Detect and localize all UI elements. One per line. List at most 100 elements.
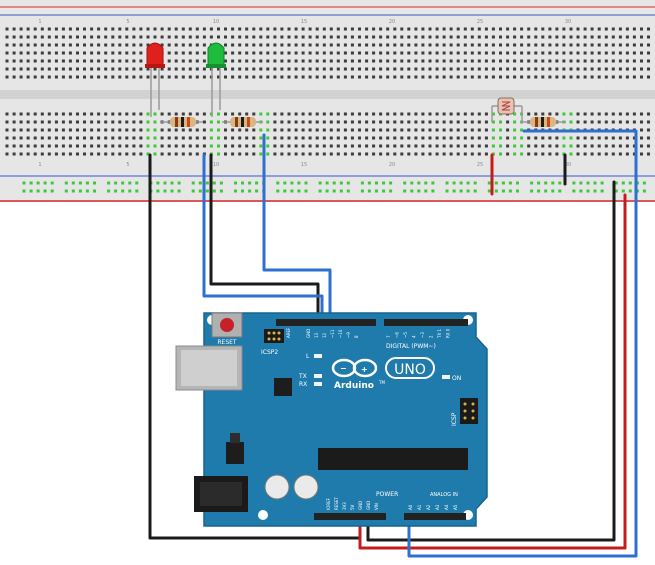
breadboard-hole bbox=[365, 27, 369, 31]
breadboard-hole bbox=[499, 128, 502, 132]
breadboard-hole bbox=[83, 128, 86, 132]
breadboard-hole bbox=[400, 112, 404, 116]
breadboard-hole bbox=[280, 112, 284, 116]
breadboard-hole bbox=[76, 152, 79, 156]
capacitor bbox=[293, 474, 319, 500]
breadboard-hole bbox=[68, 43, 72, 47]
breadboard-hole bbox=[336, 59, 340, 63]
breadboard-hole bbox=[266, 75, 270, 79]
breadboard-hole bbox=[435, 51, 439, 55]
rail-hole bbox=[283, 181, 287, 185]
breadboard-hole bbox=[491, 128, 495, 132]
breadboard-hole bbox=[188, 43, 192, 47]
breadboard-hole bbox=[520, 144, 524, 148]
breadboard-hole bbox=[336, 112, 340, 116]
breadboard-hole bbox=[19, 51, 23, 55]
breadboard-hole bbox=[174, 59, 178, 63]
breadboard-hole bbox=[583, 27, 587, 31]
rail-hole bbox=[234, 181, 237, 185]
breadboard-hole bbox=[301, 59, 305, 63]
breadboard-hole bbox=[294, 152, 298, 156]
svg-text:+: + bbox=[361, 365, 368, 374]
breadboard-hole bbox=[428, 128, 432, 132]
breadboard-hole bbox=[435, 152, 439, 156]
breadboard-hole bbox=[5, 128, 9, 132]
breadboard-hole bbox=[83, 43, 86, 47]
breadboard-hole bbox=[83, 67, 86, 71]
breadboard-hole bbox=[224, 136, 227, 140]
breadboard-hole bbox=[435, 27, 439, 31]
breadboard-hole bbox=[499, 43, 502, 47]
breadboard-hole bbox=[611, 112, 615, 116]
breadboard-hole bbox=[167, 67, 171, 71]
rail-hole bbox=[283, 189, 287, 193]
rail-hole bbox=[114, 189, 118, 193]
analog-label: ANALOG IN bbox=[430, 492, 458, 498]
breadboard-hole bbox=[350, 75, 354, 79]
breadboard-hole bbox=[449, 120, 453, 124]
rail-hole bbox=[325, 189, 329, 193]
breadboard-hole bbox=[470, 136, 474, 140]
components bbox=[145, 42, 566, 127]
rail-hole bbox=[22, 189, 26, 193]
breadboard-hole bbox=[61, 120, 65, 124]
breadboard-hole bbox=[400, 128, 404, 132]
column-label: 20 bbox=[389, 162, 395, 168]
breadboard-hole bbox=[231, 128, 235, 132]
breadboard-hole bbox=[188, 152, 192, 156]
breadboard-hole bbox=[47, 144, 51, 148]
breadboard-hole bbox=[400, 144, 404, 148]
rail-hole bbox=[367, 189, 371, 193]
breadboard-hole bbox=[400, 43, 404, 47]
breadboard-hole bbox=[372, 120, 376, 124]
breadboard-hole bbox=[104, 144, 108, 148]
rail-hole bbox=[135, 181, 139, 185]
breadboard-hole bbox=[308, 128, 312, 132]
breadboard-hole bbox=[548, 43, 552, 47]
breadboard-hole bbox=[273, 35, 277, 39]
breadboard-hole bbox=[647, 67, 650, 71]
breadboard-hole bbox=[442, 112, 446, 116]
breadboard-hole bbox=[104, 112, 108, 116]
breadboard-hole bbox=[118, 59, 122, 63]
breadboard-hole bbox=[12, 152, 16, 156]
breadboard-hole bbox=[202, 120, 206, 124]
breadboard-hole bbox=[139, 152, 143, 156]
breadboard-hole bbox=[132, 136, 136, 140]
breadboard-hole bbox=[83, 112, 86, 116]
brand-label: Arduino bbox=[334, 381, 374, 391]
breadboard-hole bbox=[491, 112, 495, 116]
breadboard-hole bbox=[125, 120, 129, 124]
rail-hole bbox=[318, 189, 322, 193]
breadboard-hole bbox=[202, 59, 206, 63]
digital-pin-label: ~10 bbox=[338, 329, 343, 338]
breadboard-hole bbox=[245, 75, 249, 79]
breadboard-hole bbox=[449, 59, 453, 63]
rail-hole bbox=[219, 181, 223, 185]
breadboard-hole bbox=[520, 35, 524, 39]
rail-hole bbox=[367, 181, 371, 185]
column-label: 25 bbox=[477, 19, 483, 25]
breadboard-hole bbox=[428, 152, 432, 156]
rail-hole bbox=[466, 189, 470, 193]
breadboard-hole bbox=[195, 136, 199, 140]
breadboard-hole bbox=[287, 67, 291, 71]
rail-hole bbox=[614, 189, 618, 193]
breadboard-hole bbox=[329, 120, 333, 124]
breadboard-hole bbox=[604, 152, 608, 156]
breadboard-hole bbox=[54, 144, 58, 148]
breadboard-hole bbox=[40, 35, 44, 39]
breadboard-hole bbox=[576, 35, 580, 39]
breadboard-hole bbox=[245, 136, 249, 140]
breadboard-hole bbox=[569, 35, 573, 39]
breadboard-hole bbox=[61, 27, 65, 31]
breadboard-hole bbox=[54, 35, 58, 39]
breadboard-hole bbox=[442, 51, 446, 55]
breadboard-hole bbox=[104, 35, 108, 39]
breadboard-hole bbox=[125, 75, 129, 79]
breadboard-hole bbox=[280, 128, 284, 132]
rail-hole bbox=[78, 189, 82, 193]
breadboard-hole bbox=[231, 51, 235, 55]
wire-red-5v bbox=[358, 193, 627, 550]
breadboard-hole bbox=[604, 75, 608, 79]
